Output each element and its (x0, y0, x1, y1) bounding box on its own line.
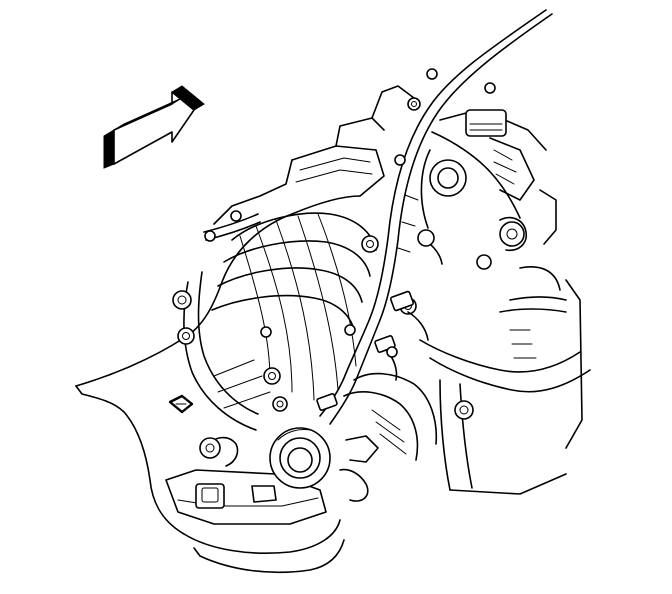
engine-block (417, 109, 561, 291)
exhaust-shield (339, 372, 438, 502)
oil-pan (165, 469, 327, 525)
mount-sensor (269, 427, 331, 489)
wiring-harness (319, 9, 553, 425)
frame-crossmember (419, 279, 591, 495)
transmission-case (75, 85, 417, 574)
direction-arrow-icon (103, 85, 205, 169)
fasteners (230, 68, 496, 358)
